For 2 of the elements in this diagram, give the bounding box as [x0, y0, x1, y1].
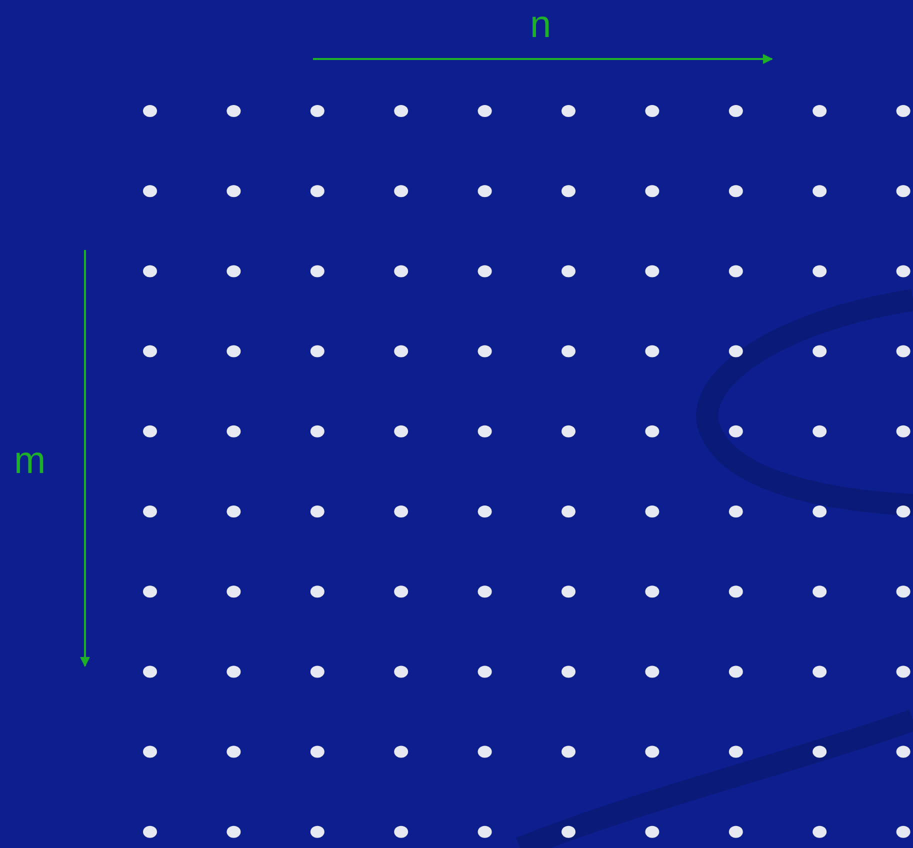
axis-label: n [530, 6, 552, 44]
axis-label: m [14, 442, 46, 480]
